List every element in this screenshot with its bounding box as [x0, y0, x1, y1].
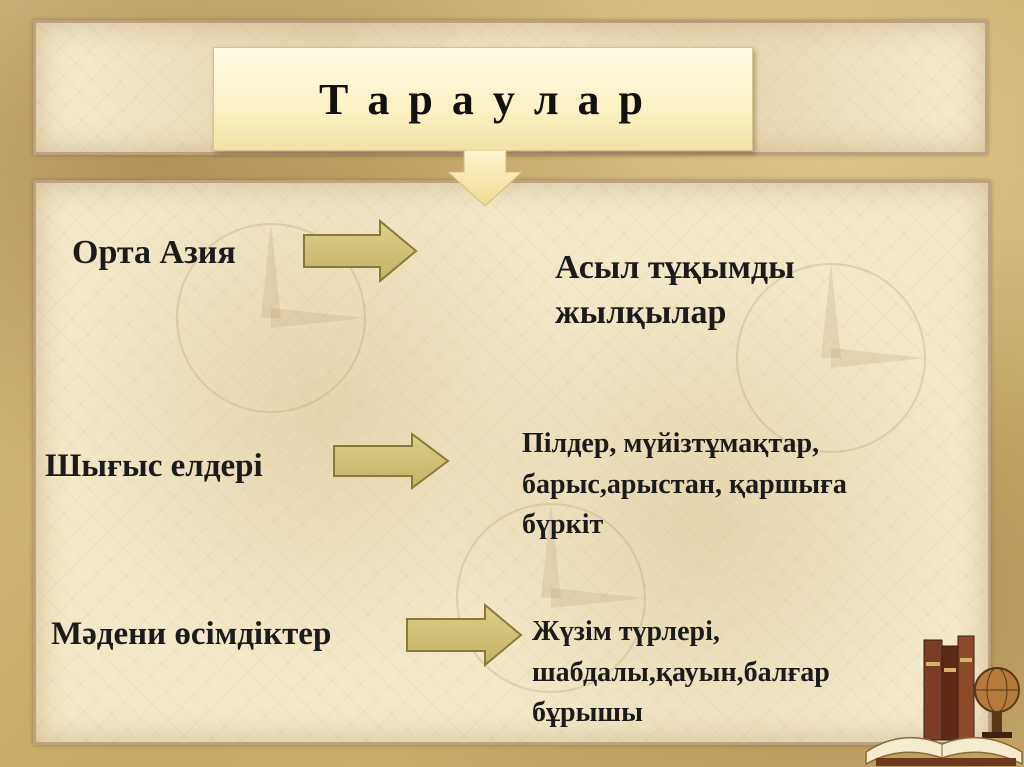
books-globe-icon [865, 635, 1023, 766]
result-line: Пілдер, мүйізтұмақтар, [522, 428, 820, 459]
result-eastern-countries: Пілдер, мүйізтұмақтар, барыс,арыстан, қа… [522, 424, 847, 546]
compass-rose-decoration [736, 263, 926, 453]
source-label-cultural-plants: Мәдени өсімдіктер [51, 616, 332, 652]
result-central-asia: Асыл тұқымды жылқылар [555, 246, 795, 336]
content-frame [33, 180, 991, 745]
slide-title: Т а р а у л а р [319, 74, 647, 124]
source-label-eastern-countries: Шығыс елдері [45, 448, 263, 484]
right-arrow-icon [406, 603, 523, 667]
result-line: жылқылар [555, 293, 727, 331]
right-arrow-icon [333, 432, 450, 490]
result-line: барыс,арыстан, қаршыға [522, 468, 847, 500]
result-line: Жүзім түрлері, [532, 616, 720, 647]
right-arrow-icon [303, 219, 418, 283]
down-arrow-icon [446, 150, 524, 207]
compass-rose-decoration [176, 223, 366, 413]
result-line: бүркіт [522, 509, 604, 541]
compass-rose-decoration [456, 503, 646, 693]
result-line: шабдалы,қауын,балғар [532, 656, 830, 688]
result-line: Асыл тұқымды [555, 249, 795, 286]
title-box: Т а р а у л а р [213, 47, 753, 151]
result-line: бұрышы [532, 697, 643, 729]
source-label-central-asia: Орта Азия [72, 234, 236, 271]
result-cultural-plants: Жүзім түрлері, шабдалы,қауын,балғар бұры… [532, 612, 830, 734]
